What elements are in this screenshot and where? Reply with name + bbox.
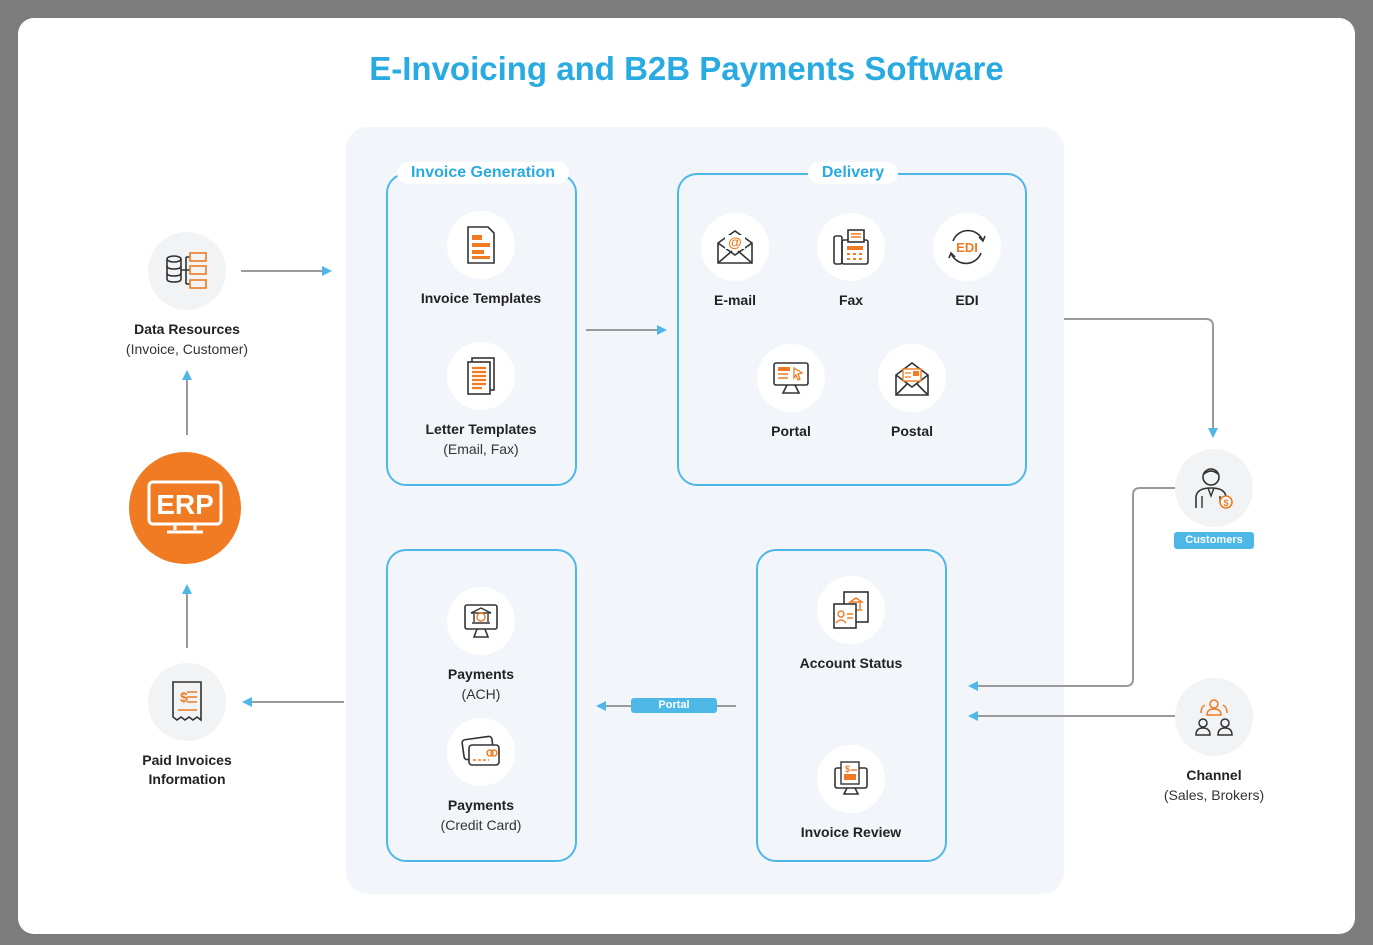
svg-text:@: @ — [728, 234, 742, 250]
portal-node: Portal — [706, 344, 876, 441]
letter-templates-node: Letter Templates (Email, Fax) — [396, 342, 566, 459]
data-resources-label: Data Resources — [134, 321, 240, 337]
invoice-templates-label: Invoice Templates — [420, 290, 542, 306]
portal-label: Portal — [771, 423, 811, 439]
invoice-templates-node: Invoice Templates — [396, 211, 566, 308]
customer-icon: $ — [1175, 449, 1253, 527]
customers-node: $ — [1129, 449, 1299, 527]
edi-icon-text: EDI — [956, 240, 978, 255]
svg-text:$: $ — [845, 764, 850, 774]
database-icon — [148, 232, 226, 310]
invoice-review-icon: $ — [817, 745, 885, 813]
payments-card-sub: (Credit Card) — [440, 817, 522, 833]
paid-invoices-node: $ Paid Invoices Information — [102, 663, 272, 789]
payments-ach-node: Payments (ACH) — [396, 587, 566, 704]
delivery-title: Delivery — [807, 162, 899, 184]
paid-invoices-line1: Paid Invoices — [142, 752, 232, 768]
account-status-node: Account Status — [766, 576, 936, 673]
erp-monitor-icon: ERP — [147, 480, 223, 534]
diagram-title: E-Invoicing and B2B Payments Software — [369, 50, 1004, 87]
bank-icon — [447, 587, 515, 655]
payments-card-node: Payments (Credit Card) — [396, 718, 566, 835]
payments-card-label: Payments — [447, 797, 515, 813]
portal-icon — [757, 344, 825, 412]
arrow-delivery-to-customers — [1064, 318, 1218, 438]
svg-text:$: $ — [180, 689, 188, 705]
erp-node: ERP — [129, 452, 241, 564]
postal-label: Postal — [890, 423, 933, 439]
fax-icon — [817, 213, 885, 281]
payments-ach-label: Payments — [447, 666, 515, 682]
portal-tag: Portal — [631, 698, 717, 713]
postal-icon — [878, 344, 946, 412]
invoice-generation-title: Invoice Generation — [396, 162, 570, 184]
receipt-icon: $ — [148, 663, 226, 741]
channel-label: Channel — [1186, 767, 1242, 783]
invoice-review-node: $ Invoice Review — [766, 745, 936, 842]
credit-card-icon — [447, 718, 515, 786]
letter-template-icon — [447, 342, 515, 410]
data-resources-sub: (Invoice, Customer) — [125, 341, 249, 357]
email-icon: @ — [701, 213, 769, 281]
fax-node: Fax — [766, 213, 936, 310]
svg-text:$: $ — [1223, 498, 1228, 508]
letter-templates-label: Letter Templates — [425, 421, 537, 437]
fax-label: Fax — [838, 292, 864, 308]
customers-label: Customers — [1174, 532, 1254, 549]
email-node: @ E-mail — [650, 213, 820, 310]
paid-invoices-line2: Information — [148, 771, 226, 787]
invoice-review-label: Invoice Review — [800, 824, 902, 840]
channel-icon — [1175, 678, 1253, 756]
erp-label: ERP — [156, 489, 214, 520]
account-status-label: Account Status — [799, 655, 903, 671]
postal-node: Postal — [827, 344, 997, 441]
edi-icon: EDI — [933, 213, 1001, 281]
channel-node: Channel (Sales, Brokers) — [1129, 678, 1299, 805]
invoice-template-icon — [447, 211, 515, 279]
edi-node: EDI EDI — [882, 213, 1052, 310]
email-label: E-mail — [713, 292, 756, 308]
channel-sub: (Sales, Brokers) — [1163, 787, 1265, 803]
arrow-customers-to-review — [968, 487, 1178, 691]
letter-templates-sub: (Email, Fax) — [443, 441, 519, 457]
account-status-icon — [817, 576, 885, 644]
payments-ach-sub: (ACH) — [461, 686, 501, 702]
data-resources-node: Data Resources (Invoice, Customer) — [102, 232, 272, 359]
edi-label: EDI — [955, 292, 979, 308]
paid-invoices-label: Paid Invoices Information — [102, 751, 272, 789]
